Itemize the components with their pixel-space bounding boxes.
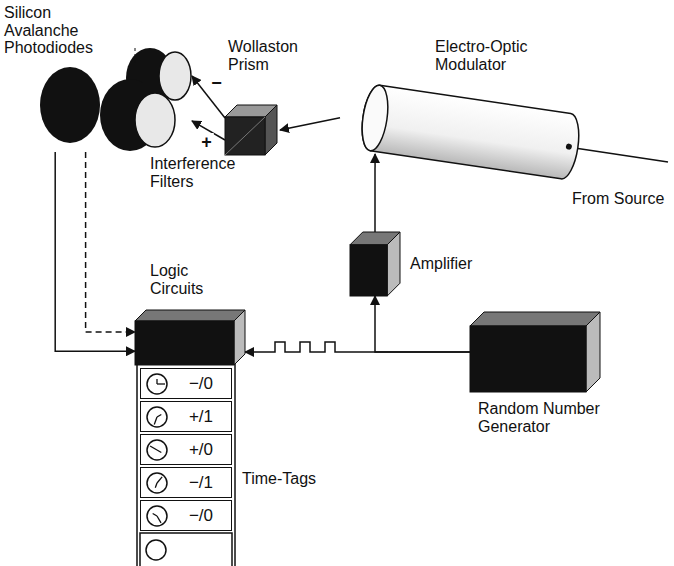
- signal-connector: [55, 152, 135, 351]
- time-tag-value: +/1: [175, 408, 227, 427]
- time-tag-value: −/0: [175, 375, 227, 394]
- wollaston-prism: Wollaston Prism: [225, 105, 280, 155]
- part-label: Amplifier: [410, 255, 500, 273]
- source-beam: [568, 147, 668, 162]
- amplifier-box: Amplifier: [350, 232, 400, 296]
- time-tag-value: +/0: [175, 441, 227, 460]
- time-tag-cell-outline: [141, 501, 233, 532]
- part-label: Silicon Avalanche Photodiodes: [4, 4, 104, 57]
- time-tag-value: −/1: [175, 474, 227, 493]
- signal-connector: [374, 154, 376, 232]
- signal-connector: [375, 296, 470, 352]
- source-label: From Source: [572, 190, 664, 208]
- part-label: Electro-Optic Modulator: [435, 38, 555, 73]
- part-label: Random Number Generator: [478, 400, 608, 435]
- part-label: Logic Circuits: [150, 262, 240, 297]
- electro-optic-modulator: Electro-Optic Modulator: [340, 80, 580, 154]
- amplifier-box-outline: [350, 232, 400, 296]
- wollaston-prism-outline: [225, 105, 280, 155]
- signal-connector: [245, 342, 470, 352]
- time-tag-cell: +/1: [140, 401, 232, 432]
- time-tag-cell: +/0: [140, 434, 232, 465]
- time-tag-cell-outline: [141, 468, 233, 499]
- clock-icon: [146, 540, 166, 560]
- tape-cell: [140, 533, 232, 566]
- time-tag-cell-outline: [141, 369, 233, 400]
- photodiode-assembly-outline: [40, 45, 192, 152]
- random-number-generator-outline: [470, 312, 600, 392]
- time-tag-value: −/0: [175, 507, 227, 526]
- part-label: Wollaston Prism: [228, 38, 318, 73]
- logic-circuit-box-outline: [135, 310, 245, 365]
- time-tag-cell-outline: [141, 402, 233, 433]
- beam-sign-label: +: [199, 133, 214, 151]
- logic-circuit-box: Logic Circuits: [135, 310, 245, 365]
- time-tag-cell: −/1: [140, 467, 232, 498]
- beam-sign-label: −: [209, 74, 224, 92]
- signal-connector: [280, 118, 340, 130]
- time-tags-label: Time-Tags: [242, 470, 316, 488]
- random-number-generator: Random Number Generator: [470, 312, 600, 392]
- time-tag-cell-outline: [141, 435, 233, 466]
- signal-connector: [86, 152, 135, 332]
- time-tag-tape: [137, 362, 235, 566]
- time-tag-cell: −/0: [140, 368, 232, 399]
- time-tag-cell: −/0: [140, 500, 232, 531]
- electro-optic-modulator-outline: [340, 80, 580, 154]
- photodiode-assembly: Silicon Avalanche PhotodiodesInterferenc…: [40, 45, 192, 152]
- part-label: Interference Filters: [150, 155, 250, 190]
